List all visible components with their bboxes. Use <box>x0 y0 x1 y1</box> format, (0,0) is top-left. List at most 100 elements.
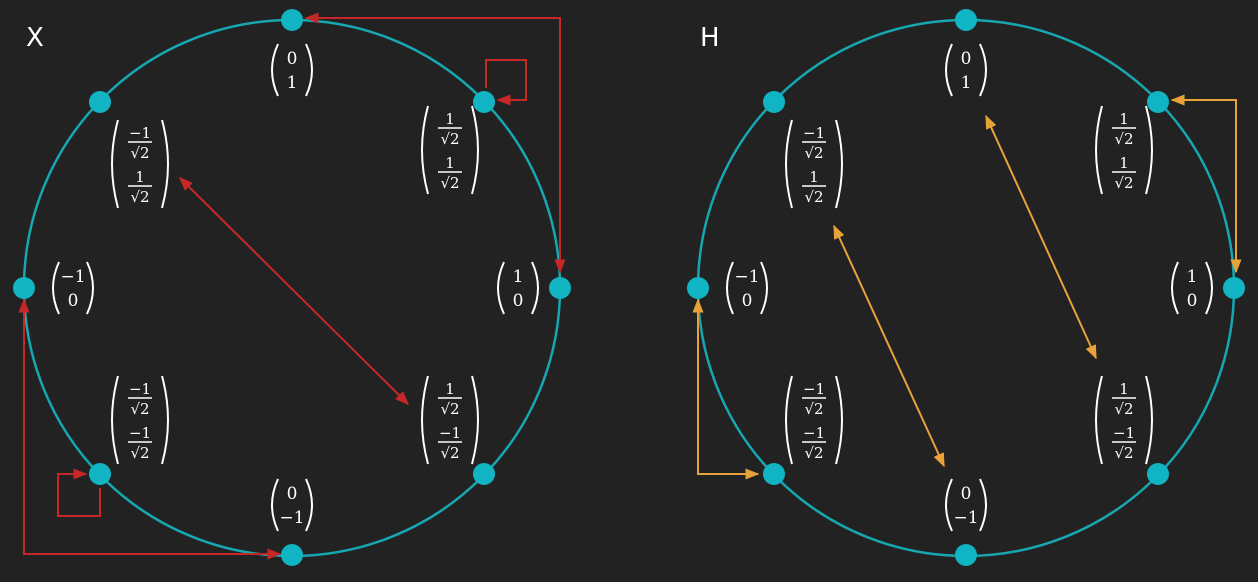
x-vector-left-bottom-entry-value: 0 <box>68 291 79 311</box>
x-node-left <box>13 277 35 299</box>
h-vector-br-left-paren <box>1095 375 1103 465</box>
h-vector-br-top-entry-denominator: √2 <box>1114 400 1133 418</box>
h-vector-right: 10 <box>1171 261 1213 315</box>
x-vector-left-right-paren <box>86 261 94 315</box>
x-vector-tl-top-entry-denominator: √2 <box>130 144 149 162</box>
h-vector-bl-top-entry-denominator: √2 <box>804 400 823 418</box>
x-vector-top-left-paren <box>271 43 279 97</box>
h-vector-br-right-paren <box>1145 375 1153 465</box>
h-vector-br-bottom-entry-denominator: √2 <box>1114 444 1133 462</box>
x-vector-bl-top-entry-denominator: √2 <box>130 400 149 418</box>
h-vector-bottom-top-entry-value: 0 <box>961 484 972 504</box>
x-vector-bl-left-paren <box>111 375 119 465</box>
x-vector-bottom-top-entry-value: 0 <box>287 484 298 504</box>
x-arrow-top-right <box>304 12 566 274</box>
x-vector-right-top-entry-value: 1 <box>513 267 524 287</box>
x-arrows <box>18 12 566 560</box>
h-vector-tl-bottom-entry-numerator: 1 <box>809 168 819 186</box>
x-node-br <box>473 463 495 485</box>
h-vector-bottom-left-paren <box>945 478 953 532</box>
h-node-tl <box>763 91 785 113</box>
h-vector-bl-right-paren <box>835 375 843 465</box>
x-vector-tl: −1√21√2 <box>111 119 169 209</box>
x-vector-br-right-paren <box>471 375 479 465</box>
h-vector-br-bottom-entry-numerator: −1 <box>1113 424 1135 442</box>
h-vector-top-right-paren <box>979 43 987 97</box>
x-vector-bl: −1√2−1√2 <box>111 375 169 465</box>
x-panel-title: X <box>26 23 44 53</box>
h-vector-bottom-right-paren <box>979 478 987 532</box>
x-vector-bottom: 0−1 <box>271 478 313 532</box>
x-vector-tl-right-paren <box>161 119 169 209</box>
h-vector-bl-bottom-entry-numerator: −1 <box>803 424 825 442</box>
x-node-bl <box>89 463 111 485</box>
h-vector-right-right-paren <box>1205 261 1213 315</box>
h-vector-bottom-bottom-entry-value: −1 <box>953 508 978 528</box>
h-vector-tl-bottom-entry-denominator: √2 <box>804 188 823 206</box>
x-nodes <box>13 9 571 566</box>
h-vector-left-top-entry-value: −1 <box>734 267 759 287</box>
x-vector-left-top-entry-value: −1 <box>60 267 85 287</box>
x-vector-br-bottom-entry-numerator: −1 <box>439 424 461 442</box>
h-vector-top: 01 <box>945 43 987 97</box>
x-vector-br-top-entry-numerator: 1 <box>445 380 455 398</box>
h-arrow-left-bl <box>692 298 760 480</box>
x-vector-br-bottom-entry-denominator: √2 <box>440 444 459 462</box>
x-vector-right-right-paren <box>531 261 539 315</box>
h-vector-top-bottom-entry-value: 1 <box>961 73 972 93</box>
h-vector-tr-left-paren <box>1095 105 1103 195</box>
x-arrow-tl-br <box>179 177 409 405</box>
h-node-bl <box>763 463 785 485</box>
h-vector-br-top-entry-numerator: 1 <box>1119 380 1129 398</box>
x-arrow-tr-self <box>485 59 527 106</box>
h-vector-tr-top-entry-numerator: 1 <box>1119 110 1129 128</box>
h-vector-tr-bottom-entry-denominator: √2 <box>1114 174 1133 192</box>
x-vector-tl-left-paren <box>111 119 119 209</box>
x-vector-right-bottom-entry-value: 0 <box>513 291 524 311</box>
x-arrow-bl-self <box>57 468 101 517</box>
h-vector-tl-right-paren <box>835 119 843 209</box>
h-panel-title: H <box>700 23 720 53</box>
h-vector-right-bottom-entry-value: 0 <box>1187 291 1198 311</box>
x-vector-tl-bottom-entry-denominator: √2 <box>130 188 149 206</box>
h-vector-tl-top-entry-numerator: −1 <box>803 124 825 142</box>
h-vector-left-right-paren <box>760 261 768 315</box>
h-vector-tr: 1√21√2 <box>1095 105 1153 195</box>
h-node-tr <box>1147 91 1169 113</box>
h-vector-right-left-paren <box>1171 261 1179 315</box>
h-vector-left-left-paren <box>726 261 734 315</box>
x-vector-top: 01 <box>271 43 313 97</box>
h-node-left <box>687 277 709 299</box>
x-vector-br-left-paren <box>421 375 429 465</box>
h-node-right <box>1223 277 1245 299</box>
x-vector-left-left-paren <box>52 261 60 315</box>
h-vector-bl-left-paren <box>785 375 793 465</box>
x-vector-tr-top-entry-denominator: √2 <box>440 130 459 148</box>
h-vector-tl-top-entry-denominator: √2 <box>804 144 823 162</box>
h-nodes <box>687 9 1245 566</box>
h-vector-tl: −1 √2 1 √2 <box>785 119 843 209</box>
h-vector-bottom: 0−1 <box>945 478 987 532</box>
h-vector-left-bottom-entry-value: 0 <box>742 291 753 311</box>
h-vector-tl-left-paren <box>785 119 793 209</box>
x-vector-bl-top-entry-numerator: −1 <box>129 380 151 398</box>
h-vector-bl: −1√2−1√2 <box>785 375 843 465</box>
x-vector-br-top-entry-denominator: √2 <box>440 400 459 418</box>
x-vector-tl-top-entry-numerator: −1 <box>129 124 151 142</box>
x-gate-panel: X 01 1 √2 1 √2 1 0 <box>13 9 571 566</box>
x-vector-tr-bottom-entry-numerator: 1 <box>445 154 455 172</box>
h-node-top <box>955 9 977 31</box>
x-vector-bottom-left-paren <box>271 478 279 532</box>
x-vector-bl-bottom-entry-numerator: −1 <box>129 424 151 442</box>
h-vector-tr-right-paren <box>1145 105 1153 195</box>
h-vector-top-top-entry-value: 0 <box>961 49 972 69</box>
x-arrow-left-bottom <box>18 298 282 560</box>
h-arrow-top-br <box>985 114 1097 360</box>
x-node-tl <box>89 91 111 113</box>
x-vector-bottom-bottom-entry-value: −1 <box>279 508 304 528</box>
h-node-bottom <box>955 544 977 566</box>
x-node-bottom <box>281 544 303 566</box>
h-arrow-tr-right <box>1170 94 1242 274</box>
x-vector-left: −10 <box>52 261 94 315</box>
